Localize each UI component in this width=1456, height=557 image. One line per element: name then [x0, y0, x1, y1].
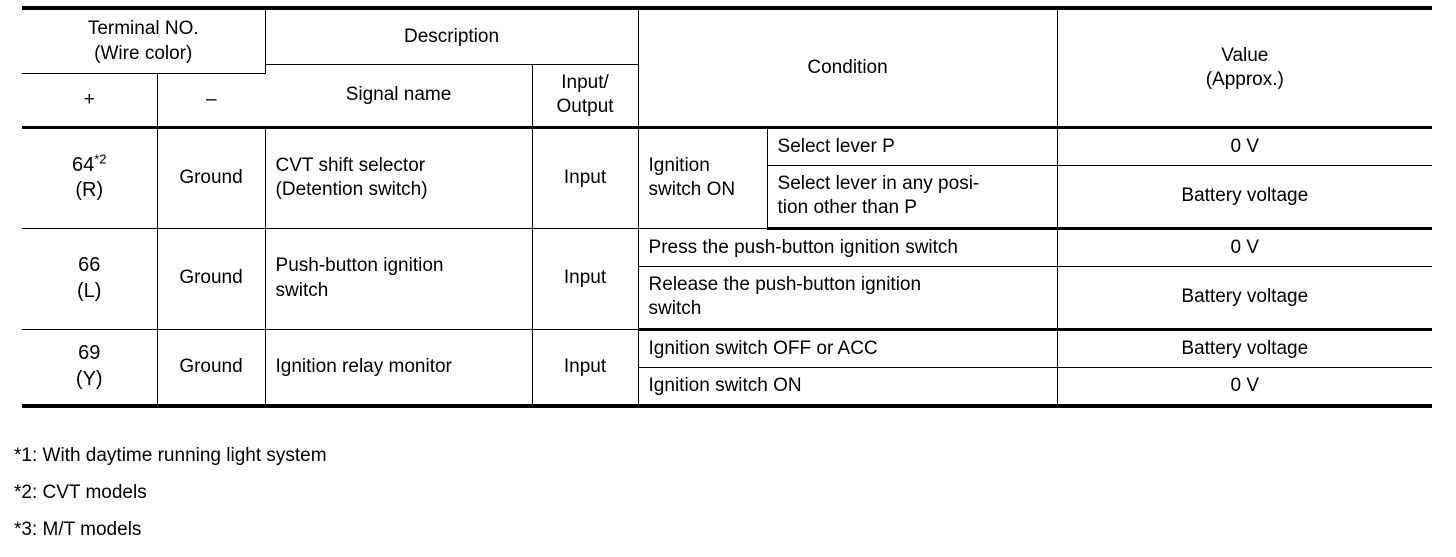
header-row-1: Terminal NO. (Wire color) Description Co… [22, 8, 1433, 128]
terminal-number-value: 64 [71, 153, 95, 176]
header-input-output: Input/ Output [531, 64, 639, 128]
cell-value: 0 V [1056, 125, 1433, 166]
header-condition: Condition [637, 8, 1058, 128]
table-row: Ignition switch ON 0 V [22, 366, 1433, 407]
footnote-2: *2: CVT models [14, 482, 147, 503]
cell-input-output: Input [531, 328, 639, 407]
header-value: Value (Approx.) [1056, 8, 1433, 128]
terminal-wire-color: (Y) [75, 367, 103, 390]
header-terminal-no-line1: Terminal NO. [87, 18, 199, 40]
cell-terminal-minus: Ground [156, 328, 266, 407]
cell-input-output: Input [531, 125, 639, 229]
header-input-output-line1: Input/ [561, 72, 609, 93]
footnote-3: *3: M/T models [14, 519, 142, 540]
terminal-number-value: 69 [78, 342, 101, 365]
signal-name-line1: CVT shift selector [275, 154, 426, 176]
terminal-number-footnote-marker: *2 [94, 150, 107, 166]
cell-value: Battery voltage [1056, 265, 1433, 331]
header-description: Description [264, 8, 639, 65]
signal-name-line1: Push-button ignition [275, 255, 444, 277]
cell-signal-name: Ignition relay monitor [264, 328, 533, 407]
cell-value: Battery voltage [1056, 328, 1433, 368]
footnotes-block: *1: With daytime running light system *2… [14, 446, 914, 557]
table-row: Select lever in any posi- tion other tha… [22, 164, 1433, 230]
terminal-wire-color: (R) [75, 179, 104, 202]
cell-condition: Select lever in any posi- tion other tha… [767, 164, 1058, 230]
cell-signal-name: CVT shift selector (Detention switch) [264, 125, 533, 229]
table-row: 64*2 (R) Ground CVT shift selector (Dete… [22, 125, 1433, 229]
header-input-output-line2: Output [556, 96, 614, 118]
header-terminal-no: Terminal NO. (Wire color) [22, 8, 266, 75]
table-row: Release the push-button ignition switch … [22, 265, 1433, 331]
cell-value: Battery voltage [1056, 164, 1433, 230]
cell-condition: Select lever P [766, 125, 1058, 166]
header-minus: – [156, 73, 266, 128]
header-row-2: Signal name Input/ Output [22, 64, 1432, 128]
cell-condition-group: Ignition switch ON [637, 125, 768, 229]
header-terminal-no-line2: (Wire color) [94, 42, 193, 64]
header-plus: + [22, 73, 158, 128]
header-value-line2: (Approx.) [1205, 68, 1284, 90]
header-signal-name: Signal name [265, 64, 533, 128]
cell-condition: Press the push-button ignition switch [637, 227, 1058, 267]
signal-name-line1: Ignition relay monitor [275, 355, 452, 377]
cell-signal-name: Push-button ignition switch [264, 227, 533, 330]
cell-condition: Ignition switch OFF or ACC [637, 328, 1058, 368]
cell-value: 0 V [1056, 227, 1433, 267]
terminal-number-value: 66 [78, 253, 101, 276]
cell-input-output: Input [531, 227, 639, 330]
footnote-1: *1: With daytime running light system [14, 445, 327, 466]
header-value-line1: Value [1221, 44, 1269, 66]
table-row: 66 (L) Ground Push-button ignition switc… [22, 227, 1433, 330]
signal-name-line2: (Detention switch) [275, 179, 428, 201]
cell-terminal-minus: Ground [156, 227, 266, 330]
cell-condition: Ignition switch ON [638, 366, 1058, 407]
cell-terminal-number: 64*2 (R) [22, 125, 158, 229]
cell-terminal-minus: Ground [156, 125, 266, 229]
table-row: 69 (Y) Ground Ignition relay monitor Inp… [22, 328, 1433, 407]
signal-name-line2: switch [275, 279, 329, 301]
cell-condition: Release the push-button ignition switch [638, 265, 1058, 331]
terminal-specification-table: Terminal NO. (Wire color) Description Co… [22, 6, 1433, 409]
cell-terminal-number: 69 (Y) [22, 328, 158, 407]
cell-value: 0 V [1056, 366, 1433, 407]
terminal-wire-color: (L) [77, 279, 102, 302]
cell-terminal-number: 66 (L) [22, 227, 158, 330]
